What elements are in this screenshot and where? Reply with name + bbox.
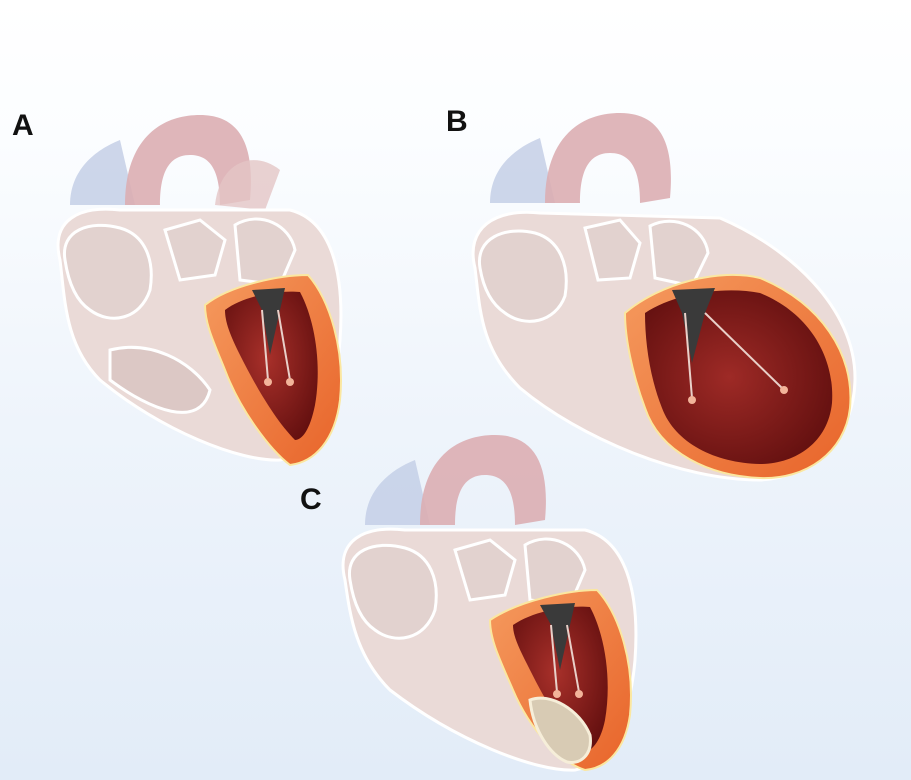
right-heart-chambers: [348, 537, 587, 640]
mitral-valve: [672, 288, 788, 404]
panel-label-c: C: [300, 483, 322, 516]
heart-illustration-c: [341, 435, 638, 772]
apical-lesion: [528, 696, 592, 765]
right-heart-chambers: [63, 217, 297, 414]
right-heart-chambers: [478, 218, 710, 323]
panel-label-b: B: [446, 105, 468, 138]
heart-illustration-b: [471, 113, 857, 482]
mitral-valve: [252, 288, 294, 386]
panel-label-a: A: [12, 109, 34, 142]
mitral-valve: [540, 603, 583, 698]
vessels: [70, 115, 280, 210]
vessels: [490, 113, 671, 203]
heart-illustration-a: [56, 115, 343, 467]
left-ventricle-cavity: [225, 291, 318, 440]
vessels: [365, 435, 546, 525]
left-ventricle-cavity: [513, 606, 608, 752]
